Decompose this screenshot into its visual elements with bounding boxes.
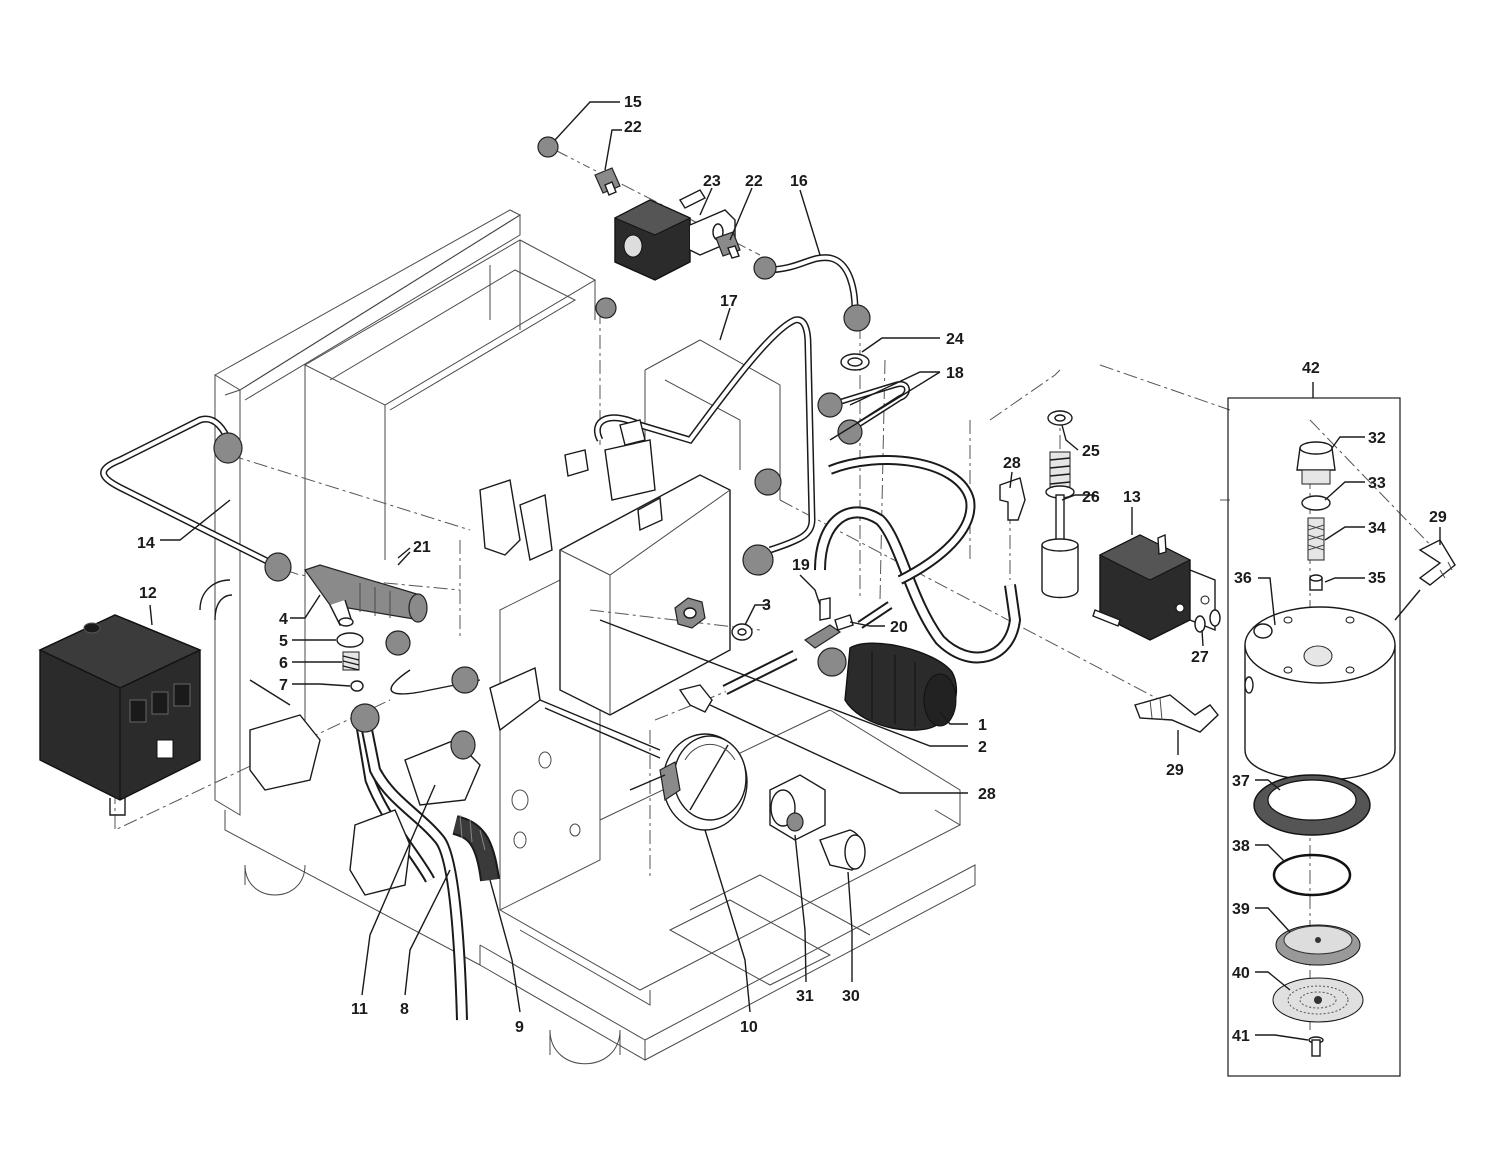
label-14: 14 bbox=[137, 535, 155, 552]
label-13: 13 bbox=[1123, 489, 1141, 506]
label-34: 34 bbox=[1368, 520, 1386, 537]
screw-41 bbox=[1308, 1036, 1324, 1057]
label-29: 29 bbox=[1166, 762, 1184, 779]
valve-stem-26 bbox=[1041, 451, 1079, 599]
label-18: 18 bbox=[946, 365, 964, 382]
pressure-switch-12 bbox=[38, 614, 202, 816]
elbow-28a bbox=[999, 477, 1026, 521]
label-8: 8 bbox=[400, 1001, 409, 1018]
valve-body-31 bbox=[769, 774, 826, 841]
assembly-dash-lines bbox=[114, 149, 1441, 1030]
elbow-29a bbox=[1134, 694, 1219, 733]
valve-ball-7 bbox=[350, 680, 364, 692]
label-40: 40 bbox=[1232, 965, 1250, 982]
lower-hardware bbox=[199, 419, 663, 896]
tee-fitting-4 bbox=[304, 564, 428, 627]
water-filter-1 bbox=[817, 642, 957, 731]
elbow-28b bbox=[678, 684, 713, 713]
label-20: 20 bbox=[890, 619, 908, 636]
label-12: 12 bbox=[139, 585, 157, 602]
label-23: 23 bbox=[703, 173, 721, 190]
pressure-gauge-10 bbox=[629, 733, 748, 831]
label-5: 5 bbox=[279, 633, 288, 650]
fitting-20 bbox=[803, 597, 854, 649]
label-38: 38 bbox=[1232, 838, 1250, 855]
callout-labels: 15 22 23 22 16 17 24 18 25 28 26 13 27 2… bbox=[137, 94, 1447, 1045]
label-28: 28 bbox=[978, 786, 996, 803]
label-41: 41 bbox=[1232, 1028, 1250, 1045]
label-35: 35 bbox=[1368, 570, 1386, 587]
o-ring-33 bbox=[1301, 495, 1331, 511]
label-17: 17 bbox=[720, 293, 738, 310]
label-42: 42 bbox=[1302, 360, 1320, 377]
spring-6 bbox=[342, 651, 360, 671]
label-36: 36 bbox=[1234, 570, 1252, 587]
pipe-nuts bbox=[213, 136, 871, 733]
knob-30 bbox=[819, 829, 866, 871]
solenoid-valve-23 bbox=[613, 189, 736, 281]
label-6: 6 bbox=[279, 655, 288, 672]
group-head-36 bbox=[1244, 606, 1396, 781]
elbow-29b bbox=[1418, 539, 1456, 586]
label-24: 24 bbox=[946, 331, 964, 348]
label-39: 39 bbox=[1232, 901, 1250, 918]
jet-35 bbox=[1309, 574, 1323, 591]
pipes bbox=[100, 97, 1022, 1021]
o-ring-38 bbox=[1272, 853, 1352, 897]
nut-25 bbox=[1047, 410, 1073, 426]
diffuser-39 bbox=[1275, 924, 1361, 966]
o-ring-27a bbox=[1194, 615, 1206, 633]
parts bbox=[38, 136, 1456, 1077]
fitting-22a bbox=[594, 167, 621, 196]
gasket-37 bbox=[1253, 774, 1371, 836]
label-22: 22 bbox=[745, 173, 763, 190]
drain-hose-9 bbox=[452, 814, 500, 882]
machine-frame bbox=[214, 209, 976, 1065]
label-33: 33 bbox=[1368, 475, 1386, 492]
label-28: 28 bbox=[1003, 455, 1021, 472]
label-22: 22 bbox=[624, 119, 642, 136]
label-4: 4 bbox=[279, 611, 288, 628]
group-head-frame-42 bbox=[1227, 397, 1401, 1077]
nut-and-washer-3 bbox=[674, 597, 753, 641]
label-25: 25 bbox=[1082, 443, 1100, 460]
label-21: 21 bbox=[413, 539, 431, 556]
fitting-22b bbox=[715, 231, 741, 259]
label-30: 30 bbox=[842, 988, 860, 1005]
o-ring-27b bbox=[1209, 609, 1221, 627]
pin-21 bbox=[397, 551, 411, 566]
label-37: 37 bbox=[1232, 773, 1250, 790]
solenoid-13 bbox=[1092, 533, 1216, 641]
label-10: 10 bbox=[740, 1019, 758, 1036]
shower-screen-40 bbox=[1272, 977, 1364, 1023]
label-26: 26 bbox=[1082, 489, 1100, 506]
label-32: 32 bbox=[1368, 430, 1386, 447]
label-1: 1 bbox=[978, 717, 987, 734]
mesh-34 bbox=[1307, 517, 1325, 561]
label-11: 11 bbox=[351, 1001, 368, 1018]
label-15: 15 bbox=[624, 94, 642, 111]
label-31: 31 bbox=[796, 988, 814, 1005]
label-16: 16 bbox=[790, 173, 808, 190]
label-29: 29 bbox=[1429, 509, 1447, 526]
label-27: 27 bbox=[1191, 649, 1209, 666]
o-ring-5 bbox=[336, 632, 364, 648]
label-2: 2 bbox=[978, 739, 987, 756]
cap-32 bbox=[1296, 441, 1336, 485]
leader-lines bbox=[149, 101, 1441, 1041]
label-3: 3 bbox=[762, 597, 771, 614]
label-19: 19 bbox=[792, 557, 810, 574]
label-7: 7 bbox=[279, 677, 288, 694]
label-9: 9 bbox=[515, 1019, 524, 1036]
